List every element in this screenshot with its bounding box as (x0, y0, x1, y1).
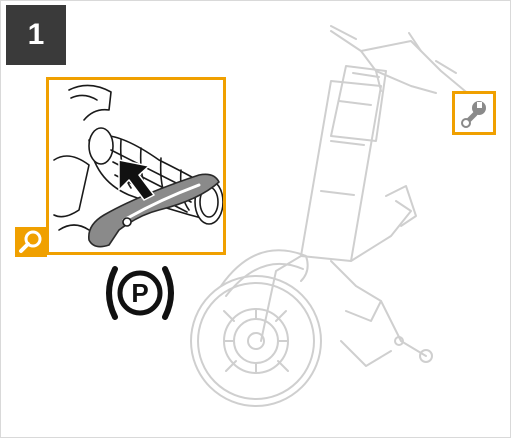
parking-brake-letter: P (131, 278, 148, 308)
parking-brake-icon: P (106, 266, 174, 320)
handbike-illustration (190, 25, 472, 407)
step-number-badge: 1 (6, 5, 66, 65)
magnifier-icon (15, 227, 47, 257)
brake-lever-detail-image (46, 77, 226, 255)
wrench-tool-icon (452, 91, 496, 135)
